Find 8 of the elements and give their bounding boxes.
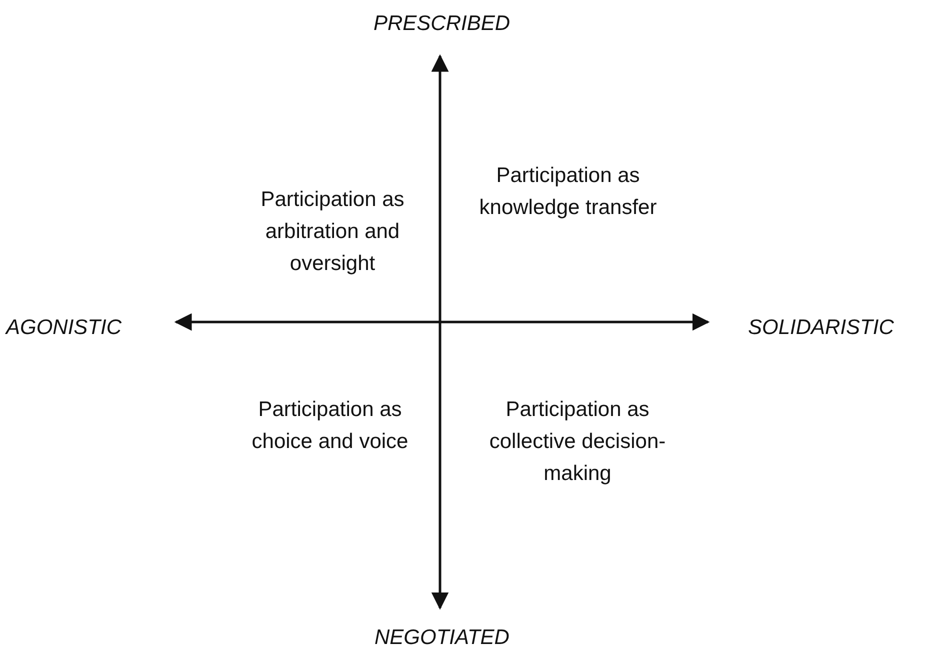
axis-label: NEGOTIATED xyxy=(374,625,510,651)
quadrant-label: Participation as arbitration and oversight xyxy=(260,187,406,277)
quadrant-label: Participation as collective decision-making xyxy=(488,397,667,487)
axis-label: AGONISTIC xyxy=(6,315,122,341)
quadrant-label: Participation as knowledge transfer xyxy=(478,163,658,221)
quadrant-label: Participation as choice and voice xyxy=(250,397,410,455)
axis-label: PRESCRIBED xyxy=(374,11,510,37)
axis-label: SOLIDARISTIC xyxy=(748,315,894,341)
